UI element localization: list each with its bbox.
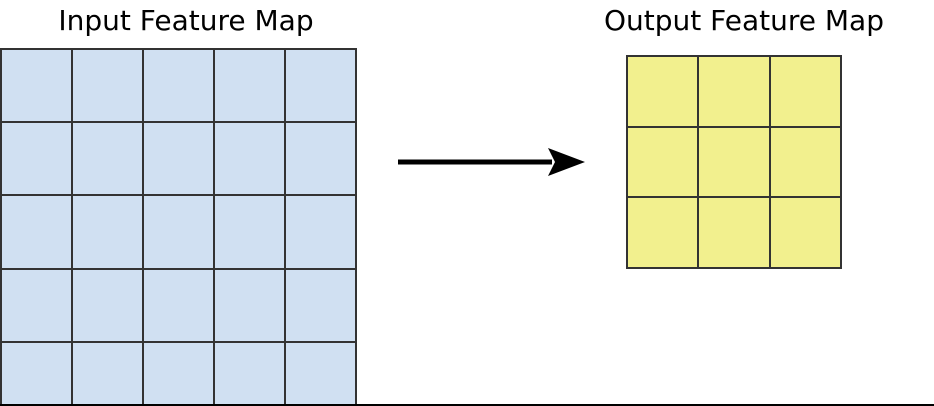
output-feature-map-title: Output Feature Map <box>604 4 884 37</box>
input-cell <box>73 50 142 122</box>
input-cell <box>215 123 284 195</box>
input-cell <box>144 50 213 122</box>
input-cell <box>2 50 71 122</box>
input-cell <box>286 269 355 341</box>
input-cell <box>73 342 142 406</box>
input-cell <box>73 269 142 341</box>
output-cell <box>699 127 769 197</box>
input-feature-map-title: Input Feature Map <box>58 4 314 37</box>
output-cell <box>628 198 698 267</box>
input-cell <box>144 342 213 406</box>
input-cell <box>73 123 142 195</box>
output-cell <box>770 57 840 126</box>
input-cell <box>215 196 284 268</box>
output-cell <box>628 127 698 197</box>
output-cell <box>770 198 840 267</box>
input-cell <box>144 196 213 268</box>
input-cell <box>2 269 71 341</box>
input-cell <box>215 342 284 406</box>
output-feature-map-grid <box>626 55 842 269</box>
input-cell <box>2 196 71 268</box>
output-cell <box>628 57 698 126</box>
input-cell <box>2 123 71 195</box>
input-cell <box>73 196 142 268</box>
input-cell <box>286 50 355 122</box>
input-cell <box>144 123 213 195</box>
arrow-head <box>548 148 585 176</box>
input-cell <box>286 196 355 268</box>
input-feature-map-grid <box>0 48 357 406</box>
output-cell <box>770 127 840 197</box>
input-cell <box>144 269 213 341</box>
bottom-rule-divider <box>0 404 934 406</box>
transformation-arrow-icon <box>398 148 585 176</box>
input-cell <box>286 342 355 406</box>
input-cell <box>2 342 71 406</box>
input-cell <box>215 50 284 122</box>
output-cell <box>699 198 769 267</box>
input-cell <box>215 269 284 341</box>
input-cell <box>286 123 355 195</box>
output-cell <box>699 57 769 126</box>
